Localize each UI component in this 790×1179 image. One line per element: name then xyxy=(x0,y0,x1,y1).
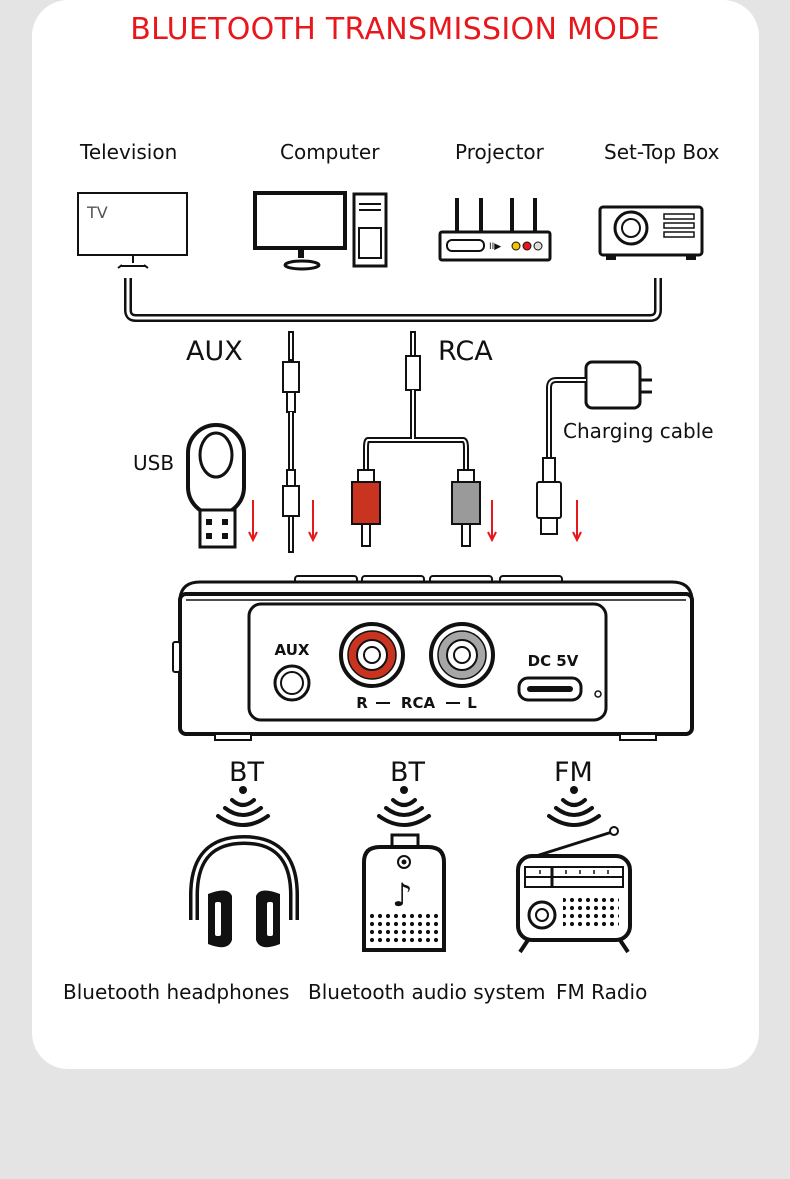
label-fm: FM xyxy=(554,757,593,788)
label-headphones: Bluetooth headphones xyxy=(63,980,290,1004)
usb-dongle-icon xyxy=(186,423,246,549)
label-computer: Computer xyxy=(280,140,380,164)
label-aux: AUX xyxy=(186,336,243,367)
svg-text:II▶: II▶ xyxy=(489,242,501,252)
label-charging-cable: Charging cable xyxy=(563,419,714,443)
music-note-icon: ♪ xyxy=(392,876,412,914)
label-television: Television xyxy=(80,140,178,164)
rca-label: RCA xyxy=(401,694,436,712)
insertion-arrows xyxy=(248,500,582,543)
radio-icon xyxy=(516,826,632,954)
transmitter-device: AUX R RCA L DC 5V xyxy=(172,575,694,741)
speaker-icon: ♪ xyxy=(362,833,446,952)
aux-cable-icon xyxy=(282,331,300,553)
rca-cable-icon xyxy=(351,331,481,547)
label-usb: USB xyxy=(133,451,175,475)
label-set-top-box: Set-Top Box xyxy=(604,140,720,164)
label-projector: Projector xyxy=(455,140,544,164)
label-rca: RCA xyxy=(438,336,493,367)
dc-port-label: DC 5V xyxy=(528,652,579,670)
arrow-down-icon xyxy=(308,500,318,543)
page-title: BLUETOOTH TRANSMISSION MODE xyxy=(130,12,660,47)
signal-icon xyxy=(547,786,601,827)
label-bt-audio: BT xyxy=(390,757,426,788)
rca-r-label: R xyxy=(356,694,368,712)
signal-icon xyxy=(377,786,431,827)
headphones-icon xyxy=(189,834,299,948)
label-bt-headphones: BT xyxy=(229,757,265,788)
arrow-down-icon xyxy=(572,500,582,543)
rca-l-label: L xyxy=(467,694,477,712)
projector-icon xyxy=(598,205,704,260)
tv-screen-label: TV xyxy=(86,203,108,222)
tv-icon: TV xyxy=(77,192,188,269)
label-fm-radio: FM Radio xyxy=(556,980,648,1004)
set-top-box-icon: II▶ xyxy=(438,198,552,262)
computer-icon xyxy=(253,191,388,271)
arrow-down-icon xyxy=(248,500,258,543)
signal-icon xyxy=(216,786,270,827)
aux-port-label: AUX xyxy=(275,641,310,659)
sources-bracket xyxy=(124,278,662,322)
charging-cable-icon xyxy=(536,360,652,535)
label-audio-system: Bluetooth audio system xyxy=(308,980,546,1004)
arrow-down-icon xyxy=(487,500,497,543)
